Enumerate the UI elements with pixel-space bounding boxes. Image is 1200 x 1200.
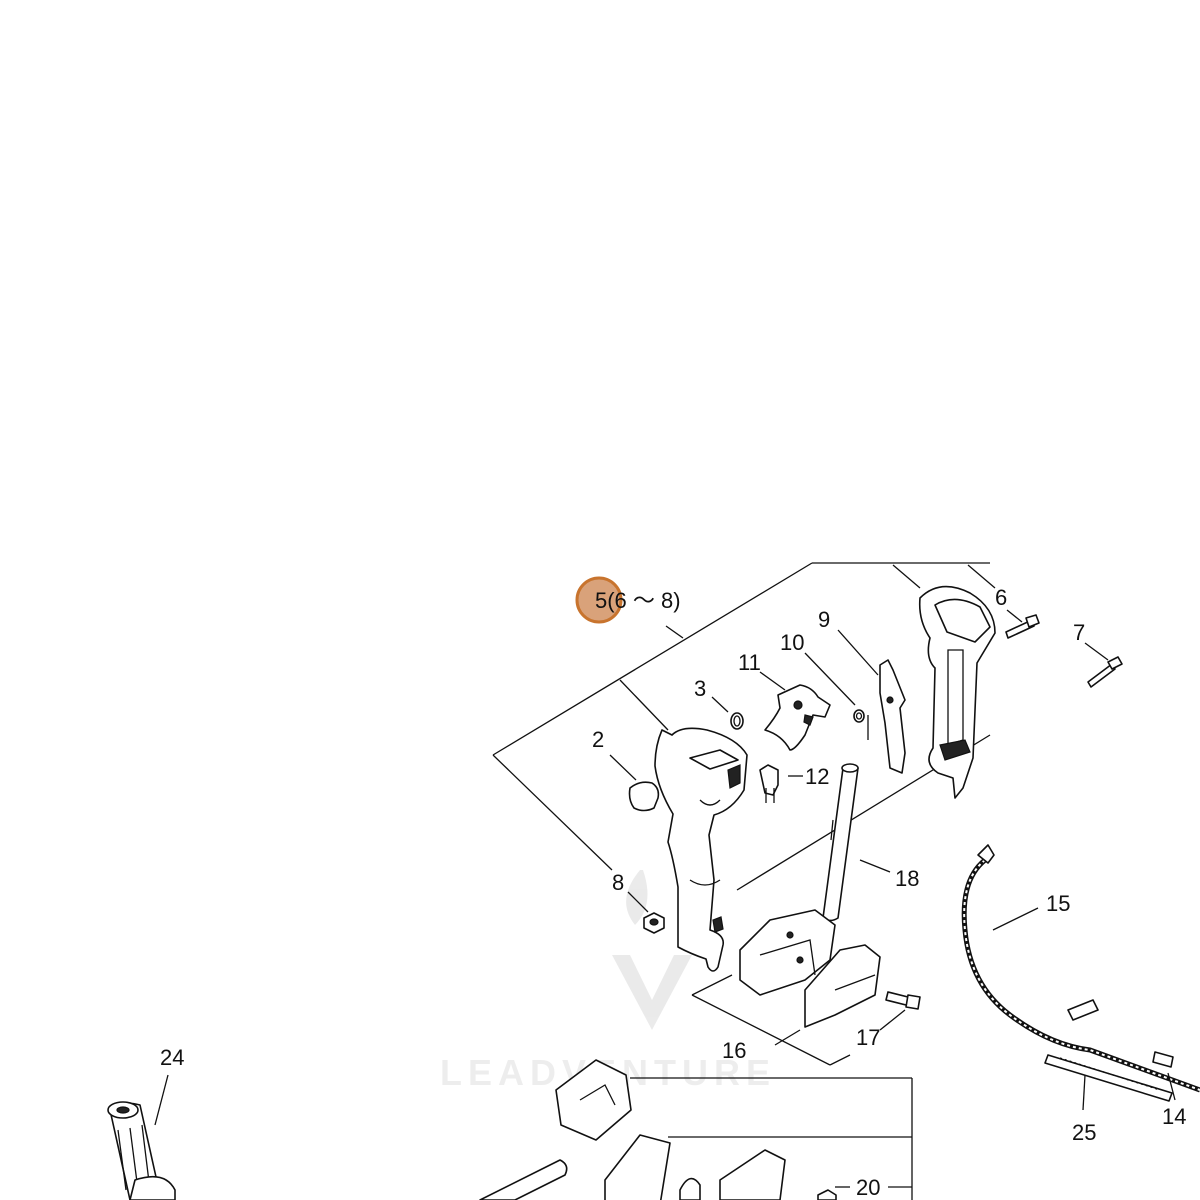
part-17-bolt[interactable] (885, 991, 921, 1010)
callout-18[interactable]: 18 (895, 866, 919, 891)
part-24-grip[interactable] (107, 1101, 176, 1200)
part-2-button[interactable] (628, 781, 660, 812)
part-16-clamp[interactable] (739, 909, 836, 996)
callout-10[interactable]: 10 (780, 630, 804, 655)
part-11-throttle-trigger[interactable] (764, 684, 831, 751)
watermark-logo (612, 870, 692, 1030)
part-10-spring[interactable] (853, 709, 865, 723)
part-20-bracket-group[interactable] (479, 1059, 837, 1200)
callout-6[interactable]: 6 (995, 585, 1007, 610)
bracket-20 (630, 1077, 913, 1200)
handle-right-half[interactable] (918, 585, 996, 799)
callout-20[interactable]: 20 (856, 1175, 880, 1200)
callout-25[interactable]: 25 (1072, 1120, 1096, 1145)
callout-15[interactable]: 15 (1046, 891, 1070, 916)
callout-8[interactable]: 8 (612, 870, 624, 895)
callout-2[interactable]: 2 (592, 727, 604, 752)
callout-24[interactable]: 24 (160, 1045, 184, 1070)
callout-14[interactable]: 14 (1162, 1104, 1186, 1129)
part-9-lever[interactable] (867, 659, 906, 774)
assembly-5-bracket (492, 562, 996, 891)
callout-9[interactable]: 9 (818, 607, 830, 632)
callout-3[interactable]: 3 (694, 676, 706, 701)
callout-16[interactable]: 16 (722, 1038, 746, 1063)
highlight-marker-5[interactable] (575, 576, 623, 624)
callout-17[interactable]: 17 (856, 1025, 880, 1050)
throttle-handle[interactable] (654, 727, 748, 972)
callout-5[interactable]: 5(6 ～ 8) (595, 588, 681, 613)
callout-11[interactable]: 11 (738, 650, 761, 675)
part-3-spring[interactable] (730, 712, 744, 730)
callout-12[interactable]: 12 (805, 764, 829, 789)
part-7-screw[interactable] (1087, 656, 1123, 688)
part-25-flex-shaft[interactable] (1044, 1054, 1173, 1102)
part-8-nut[interactable] (643, 912, 665, 934)
part-16-clamp-half[interactable] (804, 944, 881, 1028)
part-15-throttle-cable[interactable] (961, 844, 1200, 1093)
part-6-screw[interactable] (1005, 614, 1040, 639)
bracket-16-17 (691, 974, 906, 1066)
part-12-switch[interactable] (759, 764, 779, 803)
callout-7[interactable]: 7 (1073, 620, 1085, 645)
